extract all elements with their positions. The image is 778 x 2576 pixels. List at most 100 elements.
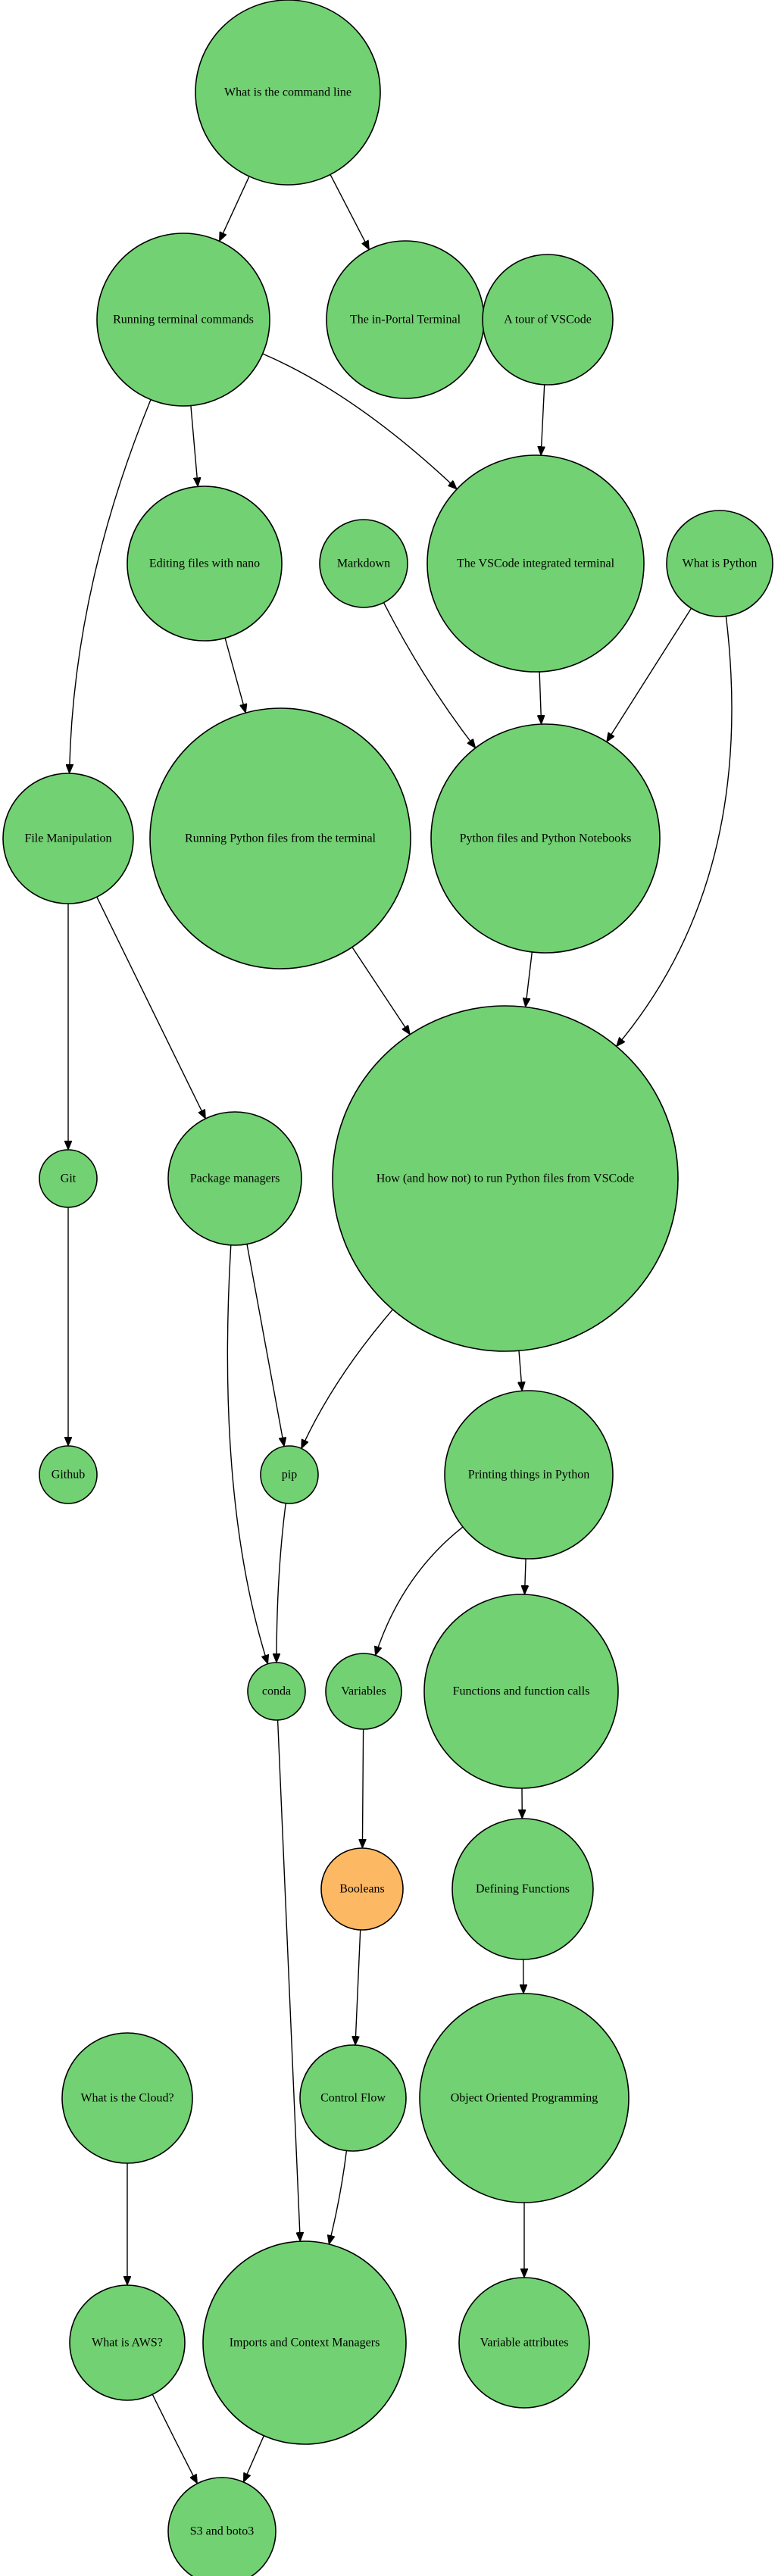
node-circle: [419, 1993, 630, 2203]
node-circle: [482, 254, 614, 386]
node-pip: pip: [260, 1445, 319, 1504]
edge-cmdline-to-running-terminal: [218, 176, 250, 242]
node-label: Variables: [341, 1685, 386, 1698]
node-run-py-terminal: Running Python files from the terminal: [149, 707, 411, 970]
node-circle: [260, 1445, 319, 1504]
node-label: The in-Portal Terminal: [350, 314, 461, 326]
edge-printing-to-variables: [376, 1526, 464, 1656]
node-label: Object Oriented Programming: [451, 2092, 598, 2105]
edge-markdown-to-py-files-notebooks: [383, 602, 476, 748]
node-control-flow: Control Flow: [299, 2044, 407, 2152]
node-label: Functions and function calls: [453, 1685, 590, 1698]
node-label: Running Python files from the terminal: [185, 832, 377, 845]
node-circle: [61, 2032, 193, 2164]
node-label: Markdown: [337, 557, 390, 570]
node-label: Control Flow: [320, 2092, 386, 2105]
node-label: Defining Functions: [476, 1883, 570, 1896]
node-label: conda: [262, 1685, 291, 1698]
node-circle: [39, 1445, 98, 1504]
edge-control-flow-to-imports: [329, 2150, 348, 2245]
edge-variables-to-booleans: [362, 1728, 363, 1848]
node-circle: [426, 454, 645, 673]
edge-imports-to-s3: [242, 2435, 264, 2482]
node-markdown: Markdown: [319, 519, 408, 608]
node-circle: [430, 723, 661, 954]
node-label: Booleans: [339, 1883, 385, 1896]
edge-booleans-to-control-flow: [355, 1929, 361, 2045]
edge-vscode-tour-to-vscode-terminal: [541, 384, 545, 455]
edge-run-py-terminal-to-how-run-vscode: [352, 947, 410, 1035]
node-imports: Imports and Context Managers: [202, 2240, 407, 2445]
node-booleans: Booleans: [320, 1847, 404, 1931]
edge-what-python-to-py-files-notebooks: [607, 607, 692, 742]
node-git: Git: [39, 1149, 98, 1208]
node-vscode-terminal: The VSCode integrated terminal: [426, 454, 645, 673]
node-label: What is Python: [683, 557, 758, 570]
edge-what-python-to-how-run-vscode: [617, 616, 733, 1047]
node-label: What is the command line: [224, 86, 352, 99]
node-label: S3 and boto3: [190, 2525, 254, 2538]
node-circle: [195, 0, 381, 186]
node-label: What is the Cloud?: [80, 2092, 173, 2105]
node-cmdline: What is the command line: [195, 0, 381, 186]
node-circle: [666, 510, 773, 617]
node-conda: conda: [247, 1662, 306, 1721]
node-file-manip: File Manipulation: [2, 773, 134, 904]
node-circle: [451, 1818, 594, 1960]
node-circle: [325, 1653, 402, 1730]
node-label: Variable attributes: [480, 2337, 569, 2350]
node-s3: S3 and boto3: [167, 2477, 277, 2576]
node-label: Git: [61, 1172, 77, 1185]
node-label: What is AWS?: [92, 2337, 163, 2350]
edge-how-run-vscode-to-printing: [519, 1350, 522, 1391]
edge-running-terminal-to-file-manip: [70, 399, 152, 773]
node-pkg-managers: Package managers: [167, 1111, 302, 1246]
node-variables: Variables: [325, 1653, 402, 1730]
node-aws: What is AWS?: [69, 2284, 186, 2401]
edge-pip-to-conda: [277, 1503, 286, 1663]
node-running-terminal: Running terminal commands: [96, 233, 270, 407]
node-label: pip: [282, 1469, 297, 1482]
node-circle: [69, 2284, 186, 2401]
edge-how-run-vscode-to-pip: [301, 1309, 393, 1449]
node-label: File Manipulation: [24, 832, 111, 845]
node-oop: Object Oriented Programming: [419, 1993, 630, 2203]
node-circle: [299, 2044, 407, 2152]
edge-vscode-terminal-to-py-files-notebooks: [539, 671, 542, 724]
node-circle: [127, 486, 283, 642]
node-circle: [319, 519, 408, 608]
node-circle: [247, 1662, 306, 1721]
node-label: The VSCode integrated terminal: [457, 557, 615, 570]
edge-nano-to-run-py-terminal: [224, 638, 245, 713]
node-github: Github: [39, 1445, 98, 1504]
edge-printing-to-functions: [525, 1558, 526, 1594]
node-circle: [320, 1847, 404, 1931]
edge-py-files-notebooks-to-how-run-vscode: [526, 951, 533, 1007]
edge-running-terminal-to-vscode-terminal: [262, 353, 457, 489]
node-functions: Functions and function calls: [423, 1594, 619, 1789]
node-circle: [458, 2277, 590, 2409]
node-circle: [167, 2477, 277, 2576]
node-label: Running terminal commands: [113, 314, 254, 326]
node-label: How (and how not) to run Python files fr…: [377, 1172, 635, 1185]
node-label: A tour of VSCode: [504, 314, 592, 326]
node-circle: [332, 1005, 679, 1352]
edge-cmdline-to-inportal: [330, 174, 370, 249]
node-label: Printing things in Python: [468, 1469, 589, 1482]
node-var-attrs: Variable attributes: [458, 2277, 590, 2409]
node-circle: [149, 707, 411, 970]
node-circle: [202, 2240, 407, 2445]
node-label: Github: [52, 1469, 85, 1482]
node-printing: Printing things in Python: [444, 1390, 614, 1560]
node-circle: [96, 233, 270, 407]
node-label: Imports and Context Managers: [230, 2337, 380, 2350]
node-circle: [423, 1594, 619, 1789]
node-py-files-notebooks: Python files and Python Notebooks: [430, 723, 661, 954]
edge-running-terminal-to-nano: [190, 405, 198, 487]
edges-layer: [68, 174, 733, 2484]
edge-pkg-managers-to-conda: [227, 1244, 267, 1664]
edge-pkg-managers-to-pip: [246, 1244, 284, 1447]
